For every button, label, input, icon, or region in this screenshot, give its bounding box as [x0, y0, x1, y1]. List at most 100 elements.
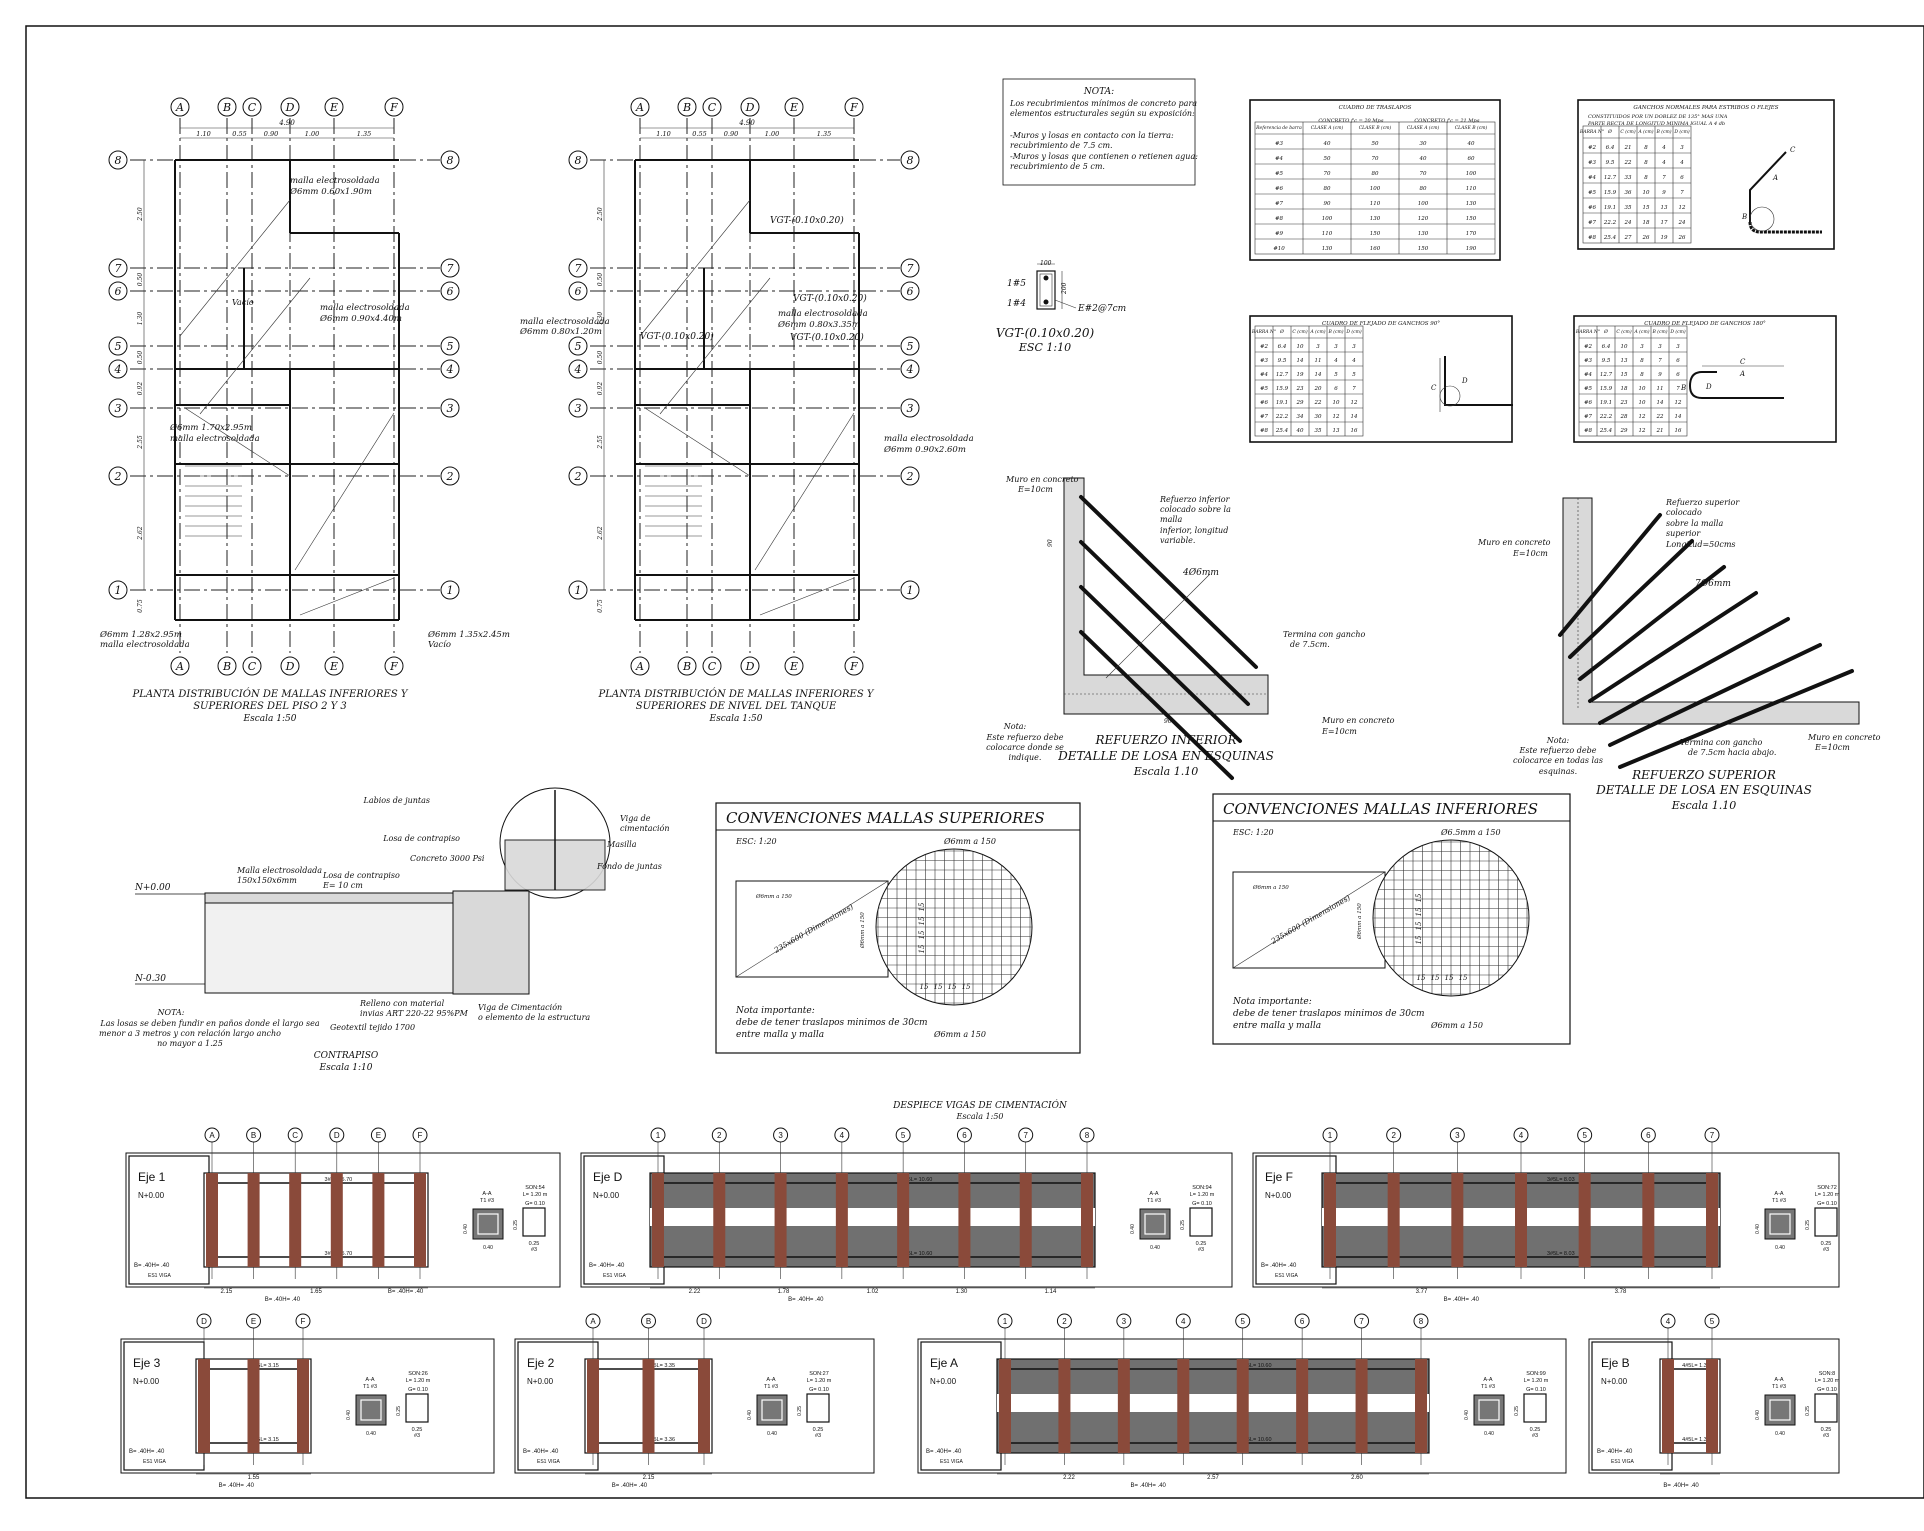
nota-line-5: recubrimiento de 7.5 cm.: [1010, 141, 1113, 150]
axis-bubble-B: [217, 656, 237, 676]
beam-column: [1662, 1359, 1674, 1453]
cp-relleno-1: invias ART 220-22 95%PM: [360, 1009, 469, 1018]
table-cell: 26: [1642, 235, 1650, 241]
beam-label-box: [1591, 1341, 1673, 1471]
conv-spacing: 15: [1445, 974, 1454, 982]
beam-axis-bubble: [711, 1127, 727, 1143]
table-cell: 5: [1334, 372, 1338, 378]
beam-top-label: 3#5L= 10.60: [902, 1177, 933, 1183]
cp-viga-1: o elemento de la estructura: [478, 1013, 590, 1022]
sup-ref-3: superior: [1666, 529, 1701, 538]
table-cell: 30: [1315, 414, 1322, 420]
inf-ref-3: inferior, longitud: [1160, 526, 1228, 535]
plan1-title: PLANTA DISTRIBUCIÓN DE MALLAS INFERIORES…: [132, 688, 409, 700]
beam-axis-bubble: [287, 1127, 303, 1143]
table-cell: #7: [1260, 414, 1269, 420]
stirrup-h: 0.25: [1805, 1406, 1811, 1416]
table-cell: #2: [1260, 344, 1269, 350]
axis-bubble-E: [784, 97, 804, 117]
table-cell: 13: [1621, 358, 1628, 364]
stirrup-w: 0.25: [529, 1241, 540, 1247]
table-cell: 100: [1370, 186, 1381, 192]
sup-ref-4: Longitud=50cms: [1665, 540, 1736, 549]
table-cell: #7: [1275, 201, 1284, 207]
table-frame: [1577, 99, 1835, 250]
beam-axis-bubble: [370, 1127, 386, 1143]
conv-bottom: Ø6mm a 150: [933, 1030, 986, 1039]
axis-label-E: E: [329, 101, 338, 114]
axis-label-D: D: [745, 660, 755, 673]
table-cell: #7: [1588, 220, 1597, 226]
axis-bubble-F: [384, 656, 404, 676]
beam-column: [1415, 1359, 1427, 1453]
beam-axis-bubble: [1704, 1313, 1720, 1329]
table-cell: 12.7: [1604, 175, 1617, 181]
table-header: CLASE B (cm): [1359, 124, 1392, 131]
beam-axis-bubble: [997, 1313, 1013, 1329]
beam-es: ES1 VIGA: [1275, 1273, 1298, 1279]
table-header: A (cm): [1634, 328, 1650, 335]
table-cell: 6.4: [1278, 344, 1287, 350]
section-t: T1 #3: [363, 1384, 377, 1390]
stirrup-bar: #3: [1823, 1247, 1829, 1253]
table-cell: 29: [1620, 428, 1628, 434]
cp-title: CONTRAPISO: [314, 1051, 379, 1061]
axis-label-7: 7: [907, 262, 914, 275]
mesh-diagonal: [759, 577, 855, 616]
dim-side: 0.50: [597, 273, 604, 287]
axis-bubble-B: [677, 97, 697, 117]
section-w: 0.40: [1484, 1431, 1494, 1437]
axis-bubble-3: [108, 398, 128, 418]
table-cell: #4: [1275, 156, 1284, 162]
table-cell: 20: [1314, 386, 1322, 392]
table-cell: #8: [1584, 428, 1593, 434]
despiece-scale: Escala 1:50: [955, 1112, 1003, 1121]
axis-label-B: B: [222, 101, 231, 114]
nota-title: NOTA:: [1083, 87, 1114, 97]
section-h: 0.40: [1130, 1224, 1136, 1234]
table-header: CLASE A (cm): [1407, 124, 1440, 131]
section-stirrup: [761, 1399, 783, 1421]
beam-bh-bottom: B= .40H= .40: [219, 1483, 255, 1489]
beam-name: Eje F: [1265, 1170, 1293, 1184]
hook-180-drawing: C A B D: [1680, 358, 1784, 399]
beam-level: N+0.00: [930, 1377, 957, 1386]
section-stirrup: [1769, 1399, 1791, 1421]
beam-column: [1355, 1359, 1368, 1453]
beam-column: [1324, 1173, 1336, 1267]
axis-bubble-D: [740, 656, 760, 676]
cp-malla-0: Malla electrosoldada: [236, 866, 322, 875]
table-cell: 12: [1679, 205, 1686, 211]
axis-label-3: 3: [115, 402, 122, 415]
axis-bubble-5: [108, 336, 128, 356]
table-cell: 70: [1420, 171, 1427, 177]
rebar: [1588, 591, 1758, 703]
table-cell: 150: [1418, 246, 1429, 252]
svg-text:B: B: [1680, 384, 1686, 392]
section-l: L= 1.20 m: [807, 1378, 832, 1384]
table-header: B (cm): [1327, 328, 1343, 335]
axis-bubble-1: [440, 580, 460, 600]
axis-label-B: B: [222, 660, 231, 673]
svg-text:D: D: [1705, 383, 1712, 391]
table-cell: 150: [1370, 231, 1381, 237]
axis-label-3: 3: [447, 402, 454, 415]
table-cell: 130: [1370, 216, 1381, 222]
section-h: 0.40: [1755, 1410, 1761, 1420]
beam-axis-label: 5: [1710, 1317, 1715, 1326]
axis-label-E: E: [789, 660, 798, 673]
table-cell: 110: [1370, 201, 1381, 207]
axis-bubble-D: [280, 656, 300, 676]
beam-bh: B= .40H= .40: [134, 1263, 170, 1269]
dim-side: 0.50: [597, 351, 604, 365]
dim-span: 0.55: [692, 130, 706, 138]
sup-scale: Escala 1.10: [1671, 799, 1736, 812]
conv-spacing: 15: [962, 983, 971, 991]
section-l: L= 1.20 m: [406, 1378, 431, 1384]
axis-label-E: E: [329, 660, 338, 673]
cp-malla-1: 150x150x6mm: [237, 876, 297, 885]
beam-top-label: 4#5L= 3.35: [647, 1363, 675, 1369]
